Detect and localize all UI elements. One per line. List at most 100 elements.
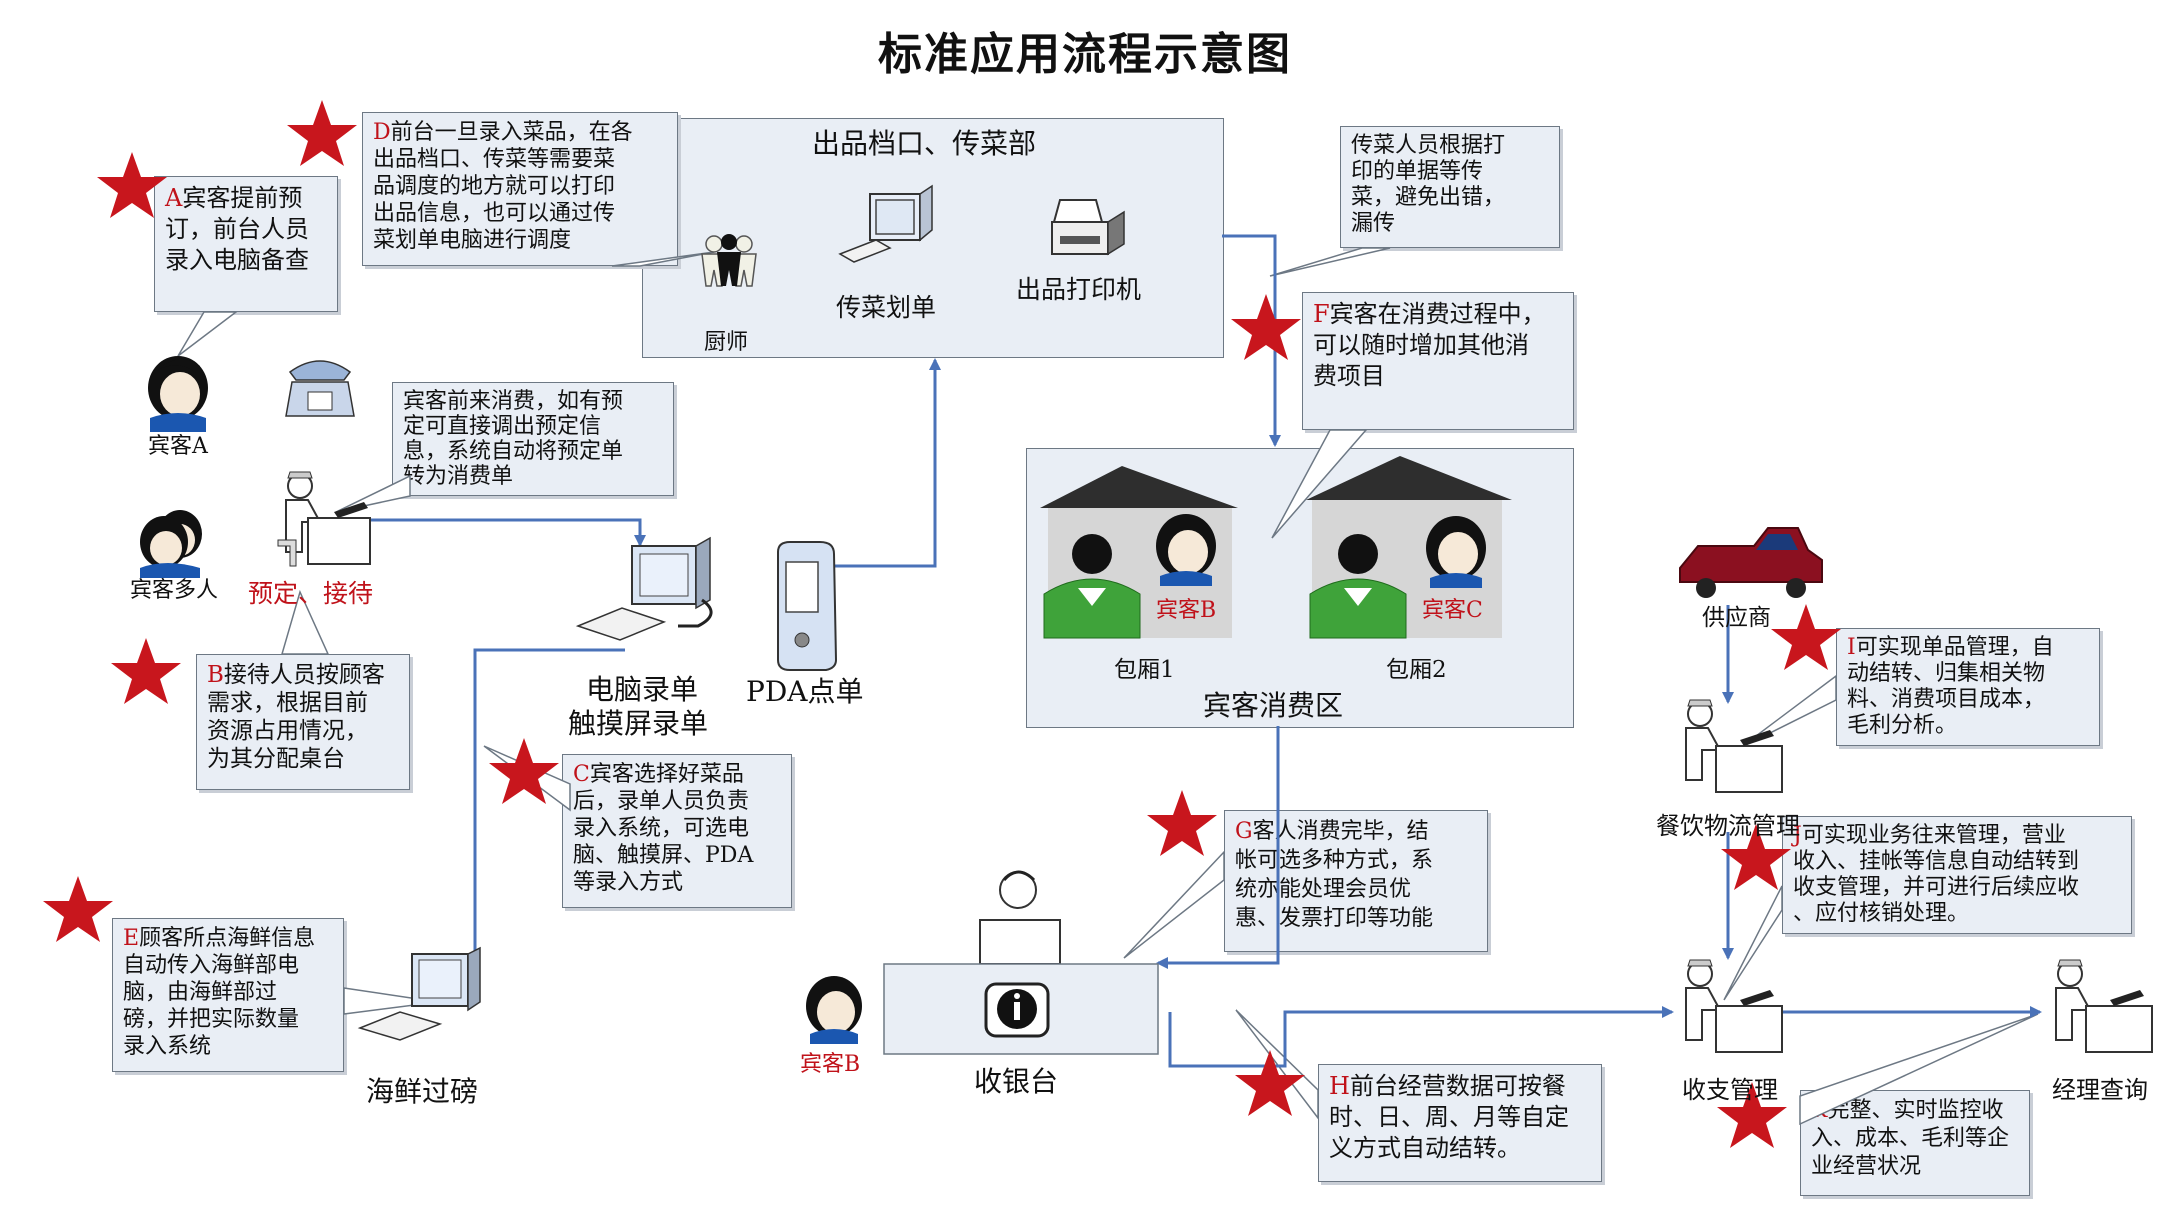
tail-f	[1271, 429, 1368, 539]
callout-i-line2: 动结转、归集相关物	[1847, 661, 2046, 686]
callout-c-line2: 后，录单人员负责	[573, 789, 750, 814]
callout-d-letter: D	[373, 120, 391, 145]
callout-b-line1: 接待人员按顾客	[223, 662, 385, 688]
callout-g: G客人消费完毕，结 帐可选多种方式，系 统亦能处理会员优 惠、发票打印等功能	[1224, 810, 1488, 952]
telephone-icon	[285, 360, 355, 417]
person-icon	[1309, 534, 1407, 639]
callout-j-line1: 可实现业务往来管理，营业	[1801, 823, 2066, 848]
callout-b-line4: 为其分配桌台	[207, 746, 345, 772]
callout-e-line3: 脑，由海鲜部过	[123, 980, 278, 1005]
person-icon	[1156, 514, 1216, 586]
star-icon	[97, 152, 167, 218]
callout-j: J可实现业务往来管理，营业 收入、挂帐等信息自动结转到 收支管理，并可进行后续应…	[1782, 816, 2132, 934]
touchscreen-order-label: 触摸屏录单	[568, 707, 709, 740]
person-icon	[806, 976, 862, 1044]
arrow-cashier-to-revenue	[1168, 1006, 1674, 1068]
arrow-kitchen-to-area	[1222, 234, 1281, 447]
callout-f-line1: 宾客在消费过程中，	[1329, 300, 1546, 328]
tail-k	[1799, 1013, 2039, 1126]
callout-g-line4: 惠、发票打印等功能	[1235, 906, 1434, 931]
callout-c-letter: C	[573, 762, 590, 787]
room2-label: 包厢2	[1386, 657, 1447, 683]
person-icon	[148, 356, 208, 432]
callout-e-line1: 顾客所点海鲜信息	[139, 926, 316, 951]
guest-a-label: 宾客A	[148, 434, 208, 459]
tail-b	[281, 589, 330, 655]
callout-b: B接待人员按顾客 需求，根据目前 资源占用情况， 为其分配桌台	[196, 654, 410, 790]
reserve-receive-label: 预定、接待	[248, 579, 374, 608]
cashier-label: 收银台	[974, 1065, 1059, 1098]
callout-i: I可实现单品管理，自 动结转、归集相关物 料、消费项目成本， 毛利分析。	[1836, 628, 2100, 746]
callout-e-line2: 自动传入海鲜部电	[123, 953, 300, 978]
star-icon	[43, 876, 113, 942]
tail-a	[177, 311, 239, 357]
chef-icon	[701, 234, 757, 287]
callout-i-line3: 料、消费项目成本，	[1847, 687, 2046, 712]
callout-g-line3: 统亦能处理会员优	[1235, 877, 1412, 902]
callout-k-line3: 业经营状况	[1811, 1154, 1922, 1179]
star-icon	[1147, 790, 1217, 856]
callout-f-line3: 费项目	[1313, 362, 1385, 390]
tail-h	[1235, 1009, 1319, 1121]
chef-label: 厨师	[704, 330, 749, 355]
tail-runner	[1269, 247, 1391, 277]
operator-icon	[2055, 959, 2153, 1053]
callout-d-line4: 出品信息，也可以通过传	[373, 201, 616, 226]
callout-j-line4: 、应付核销处理。	[1793, 901, 1970, 926]
tail-g	[1123, 850, 1225, 959]
callout-reservation-line2: 定可直接调出预定信	[403, 414, 602, 439]
callout-a-line1: 宾客提前预	[182, 184, 303, 212]
callout-reservation-line1: 宾客前来消费，如有预	[403, 389, 624, 414]
callout-h-line2: 时、日、周、月等自定	[1329, 1103, 1569, 1131]
callout-i-line4: 毛利分析。	[1847, 713, 1958, 738]
supplier-label: 供应商	[1702, 605, 1771, 631]
operator-icon	[277, 471, 371, 567]
callout-runner-line3: 菜，避免出错，	[1351, 185, 1506, 210]
logistics-label: 餐饮物流管理	[1656, 812, 1800, 840]
flow-connectors	[362, 234, 2042, 1068]
dish-list-label: 传菜划单	[836, 293, 937, 322]
callout-d-line3: 品调度的地方就可以打印	[373, 174, 616, 199]
callout-g-line1: 客人消费完毕，结	[1252, 819, 1429, 844]
callout-c-line3: 录入系统，可选电	[573, 816, 750, 841]
operator-icon	[1685, 699, 1783, 793]
pda-order-label: PDA点单	[746, 675, 864, 708]
callout-g-line2: 帐可选多种方式，系	[1235, 848, 1434, 873]
consumption-area-title: 宾客消费区	[1203, 689, 1344, 722]
tail-e	[343, 987, 439, 1015]
car-icon	[1679, 527, 1823, 598]
callout-e: E顾客所点海鲜信息 自动传入海鲜部电 脑，由海鲜部过 磅，并把实际数量 录入系统	[112, 918, 344, 1072]
callout-d-line1: 前台一旦录入菜品，在各	[390, 120, 633, 145]
tail-d	[611, 251, 715, 267]
callout-f-letter: F	[1313, 300, 1330, 328]
star-icon	[1235, 1050, 1305, 1116]
person-icon	[1043, 534, 1141, 639]
callout-k: K完整、实时监控收 入、成本、毛利等企 业经营状况	[1800, 1090, 2030, 1196]
callout-reservation-line4: 转为消费单	[403, 464, 514, 489]
callout-h-line3: 义方式自动结转。	[1329, 1134, 1521, 1162]
callout-reservation: 宾客前来消费，如有预 定可直接调出预定信 息，系统自动将预定单 转为消费单	[392, 382, 674, 496]
callout-c: C宾客选择好菜品 后，录单人员负责 录入系统，可选电 脑、触摸屏、PDA 等录入…	[562, 754, 792, 908]
printer-icon	[1051, 199, 1125, 256]
computer-icon	[575, 536, 713, 641]
tail-i	[1739, 674, 1837, 749]
callout-runner-line1: 传菜人员根据打	[1351, 133, 1506, 158]
tail-reservation	[335, 474, 411, 513]
computer-icon	[838, 184, 933, 263]
guest-c-room-label: 宾客C	[1422, 598, 1483, 623]
person-icon	[140, 510, 202, 578]
callout-g-letter: G	[1235, 819, 1253, 844]
arrow-area-to-cashier	[1156, 726, 1280, 969]
printer-label: 出品打印机	[1016, 275, 1142, 304]
callout-f: F宾客在消费过程中， 可以随时增加其他消 费项目	[1302, 292, 1574, 430]
star-icon	[1771, 604, 1841, 670]
pc-order-label: 电脑录单	[586, 673, 699, 706]
kitchen-panel-title: 出品档口、传菜部	[812, 127, 1037, 160]
arrow-reception-to-pc	[362, 518, 646, 547]
guest-b-room-label: 宾客B	[1156, 598, 1217, 623]
callout-a-line2: 订，前台人员	[165, 215, 309, 243]
callout-c-line1: 宾客选择好菜品	[589, 762, 744, 787]
callout-runner-line4: 漏传	[1351, 211, 1396, 236]
